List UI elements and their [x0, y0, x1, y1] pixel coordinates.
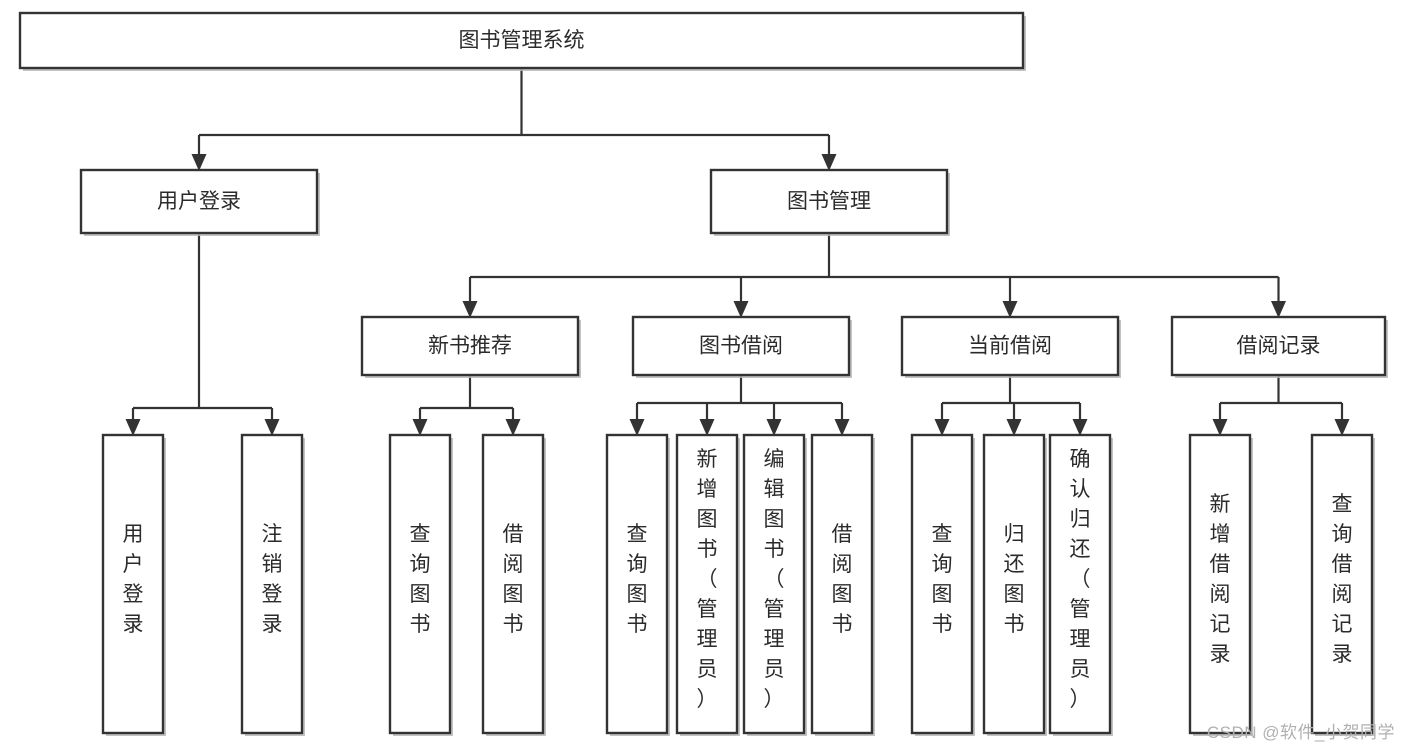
node-label: 借阅图书: [503, 523, 524, 636]
node-new-book-rec[interactable]: 新书推荐: [360, 315, 581, 378]
nodes-layer: 图书管理系统用户登录图书管理新书推荐图书借阅当前借阅借阅记录用户登录注销登录查询…: [18, 11, 1388, 736]
node-box: [910, 433, 974, 735]
arrow-head-icon: [1002, 301, 1018, 318]
node-borrow-record[interactable]: 借阅记录: [1170, 315, 1388, 378]
node-label: 图书管理系统: [459, 29, 585, 52]
node-user-login[interactable]: 用户登录: [79, 168, 320, 236]
node-label: 用户登录: [123, 523, 144, 636]
node-box: [481, 433, 545, 735]
arrow-head-icon: [1006, 419, 1022, 436]
node-box: [18, 11, 1025, 70]
node-box: [1048, 433, 1112, 735]
node-current-borrow[interactable]: 当前借阅: [900, 315, 1121, 378]
node-label: 查询图书: [410, 523, 431, 636]
node-leaf-return-book[interactable]: 归还图书: [982, 433, 1047, 736]
arrow-head-icon: [821, 154, 837, 171]
node-leaf-query-record[interactable]: 查询借阅记录: [1310, 433, 1375, 736]
node-leaf-logout[interactable]: 注销登录: [240, 433, 305, 736]
node-label: 归还图书: [1004, 523, 1025, 636]
node-box: [900, 315, 1120, 377]
node-leaf-add-record[interactable]: 新增借阅记录: [1188, 433, 1253, 736]
node-leaf-query-book-1[interactable]: 查询图书: [388, 433, 453, 736]
node-leaf-user-login[interactable]: 用户登录: [101, 433, 166, 736]
node-label: 注销登录: [262, 523, 283, 636]
node-box: [675, 433, 739, 735]
arrow-head-icon: [834, 419, 850, 436]
edges-layer: [125, 68, 1350, 436]
node-box: [709, 168, 949, 235]
node-leaf-add-book[interactable]: 新增图书（管理员）: [675, 433, 740, 736]
node-leaf-confirm-return[interactable]: 确认归还（管理员）: [1048, 433, 1113, 736]
node-box: [240, 433, 304, 735]
node-label: 确认归还（管理员）: [1070, 448, 1091, 711]
arrow-head-icon: [1334, 419, 1350, 436]
arrow-head-icon: [462, 301, 478, 318]
arrow-head-icon: [505, 419, 521, 436]
node-label: 编辑图书（管理员）: [764, 448, 785, 711]
node-book-manage[interactable]: 图书管理: [709, 168, 950, 236]
node-box: [1170, 315, 1387, 377]
node-label: 借阅记录: [1237, 335, 1321, 358]
node-box: [742, 433, 806, 735]
node-box: [1188, 433, 1252, 735]
arrow-head-icon: [1072, 419, 1088, 436]
arrow-head-icon: [766, 419, 782, 436]
node-box: [388, 433, 452, 735]
node-box: [810, 433, 874, 735]
arrow-head-icon: [1271, 301, 1286, 318]
node-root[interactable]: 图书管理系统: [18, 11, 1026, 71]
node-box: [631, 315, 851, 377]
node-box: [982, 433, 1046, 735]
node-label: 新增借阅记录: [1210, 493, 1231, 666]
node-box: [360, 315, 580, 377]
node-leaf-query-book-3[interactable]: 查询图书: [910, 433, 975, 736]
node-book-borrow[interactable]: 图书借阅: [631, 315, 852, 378]
node-box: [79, 168, 319, 235]
node-label: 查询借阅记录: [1332, 493, 1353, 666]
node-label: 查询图书: [932, 523, 953, 636]
arrow-head-icon: [629, 419, 645, 436]
arrow-head-icon: [125, 419, 141, 436]
node-leaf-borrow-book-2[interactable]: 借阅图书: [810, 433, 875, 736]
node-label: 当前借阅: [968, 335, 1052, 358]
node-label: 借阅图书: [832, 523, 853, 636]
node-label: 新增图书（管理员）: [697, 448, 718, 711]
node-leaf-edit-book[interactable]: 编辑图书（管理员）: [742, 433, 807, 736]
node-label: 图书借阅: [699, 335, 783, 358]
node-label: 用户登录: [157, 190, 241, 213]
node-leaf-borrow-book-1[interactable]: 借阅图书: [481, 433, 546, 736]
node-leaf-query-book-2[interactable]: 查询图书: [605, 433, 670, 736]
arrow-head-icon: [191, 154, 207, 171]
arrow-head-icon: [412, 419, 428, 436]
arrow-head-icon: [733, 301, 749, 318]
node-label: 查询图书: [627, 523, 648, 636]
arrow-head-icon: [934, 419, 950, 436]
arrow-head-icon: [1212, 419, 1228, 436]
node-box: [1310, 433, 1374, 735]
node-box: [605, 433, 669, 735]
node-box: [101, 433, 165, 735]
node-label: 图书管理: [787, 190, 871, 213]
arrow-head-icon: [264, 419, 280, 436]
arrow-head-icon: [699, 419, 715, 436]
node-label: 新书推荐: [428, 335, 512, 358]
